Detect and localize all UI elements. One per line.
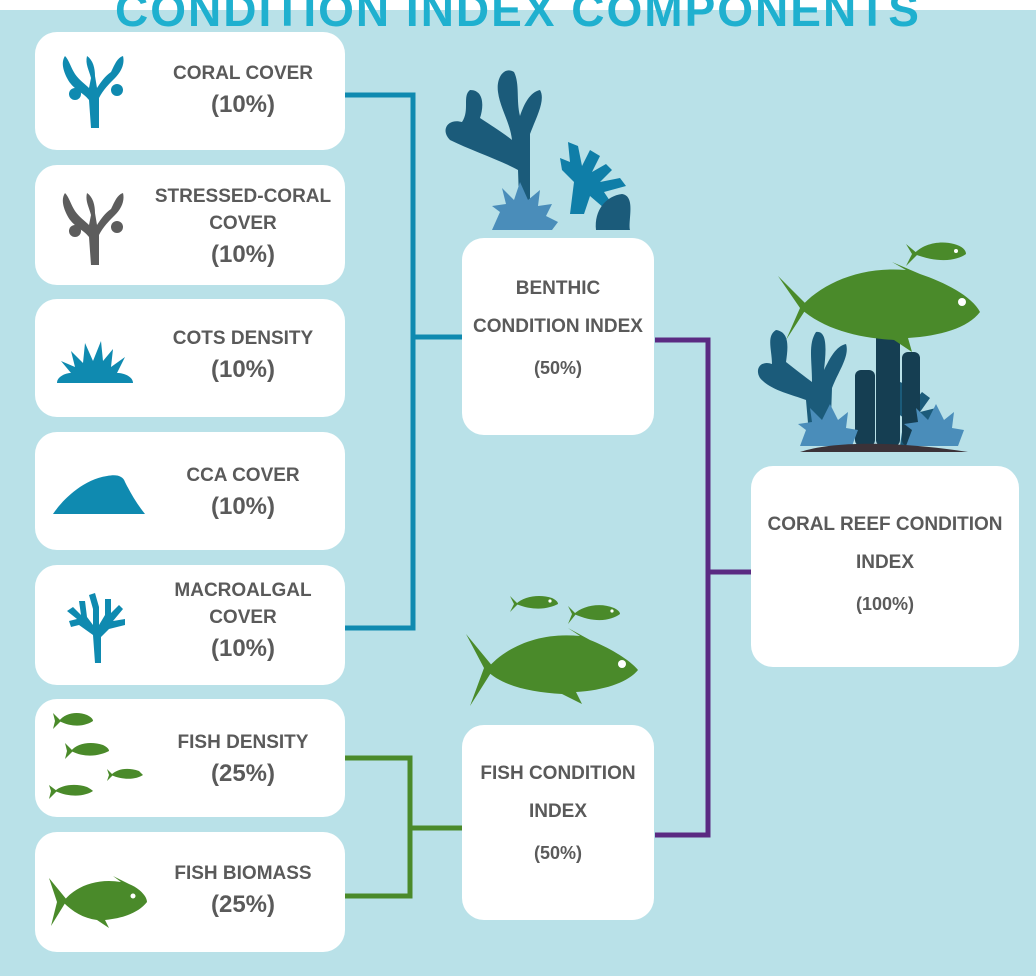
card-benthic-condition-index: BENTHIC CONDITION INDEX (50%) (462, 238, 654, 435)
fish-biomass-label: FISH BIOMASS (143, 860, 343, 887)
card-cots-density: COTS DENSITY (10%) (35, 299, 345, 417)
card-fish-biomass: FISH BIOMASS (25%) (35, 832, 345, 952)
cca-cover-weight: (10%) (143, 491, 343, 523)
coral-cover-label: CORAL COVER (143, 60, 343, 87)
card-fish-condition-index: FISH CONDITION INDEX (50%) (462, 725, 654, 920)
fish-school-icon (47, 709, 157, 809)
cots-density-label: COTS DENSITY (143, 325, 343, 352)
stressed-coral-cover-weight: (10%) (143, 239, 343, 271)
benthic-index-label: BENTHIC CONDITION INDEX (472, 270, 644, 346)
fish-index-label: FISH CONDITION INDEX (472, 755, 644, 831)
coral-cover-weight: (10%) (143, 89, 343, 121)
reef-index-label: CORAL REEF CONDITION INDEX (761, 506, 1009, 582)
card-stressed-coral-cover: STRESSED-CORAL COVER (10%) (35, 165, 345, 285)
macroalgal-cover-weight: (10%) (143, 633, 343, 665)
card-coral-cover: CORAL COVER (10%) (35, 32, 345, 150)
fish-index-weight: (50%) (472, 837, 644, 869)
fish-biomass-weight: (25%) (143, 889, 343, 921)
crustose-coralline-algae-icon (51, 468, 147, 518)
stressed-coral-icon (55, 187, 135, 267)
coral-icon (55, 50, 135, 130)
page-title: CONDITION INDEX COMPONENTS (0, 0, 1036, 34)
fish-density-label: FISH DENSITY (143, 729, 343, 756)
card-coral-reef-condition-index: CORAL REEF CONDITION INDEX (100%) (751, 466, 1019, 667)
cots-density-weight: (10%) (143, 354, 343, 386)
fish-density-weight: (25%) (143, 758, 343, 790)
stressed-coral-cover-label: STRESSED-CORAL COVER (143, 183, 343, 237)
macroalgal-cover-label: MACROALGAL COVER (143, 577, 343, 631)
crown-of-thorns-starfish-icon (55, 337, 135, 387)
card-cca-cover: CCA COVER (10%) (35, 432, 345, 550)
card-macroalgal-cover: MACROALGAL COVER (10%) (35, 565, 345, 685)
fish-icon (47, 874, 151, 930)
benthic-index-weight: (50%) (472, 352, 644, 384)
reef-index-weight: (100%) (761, 588, 1009, 620)
cca-cover-label: CCA COVER (143, 462, 343, 489)
macroalgae-icon (63, 589, 133, 665)
card-fish-density: FISH DENSITY (25%) (35, 699, 345, 817)
